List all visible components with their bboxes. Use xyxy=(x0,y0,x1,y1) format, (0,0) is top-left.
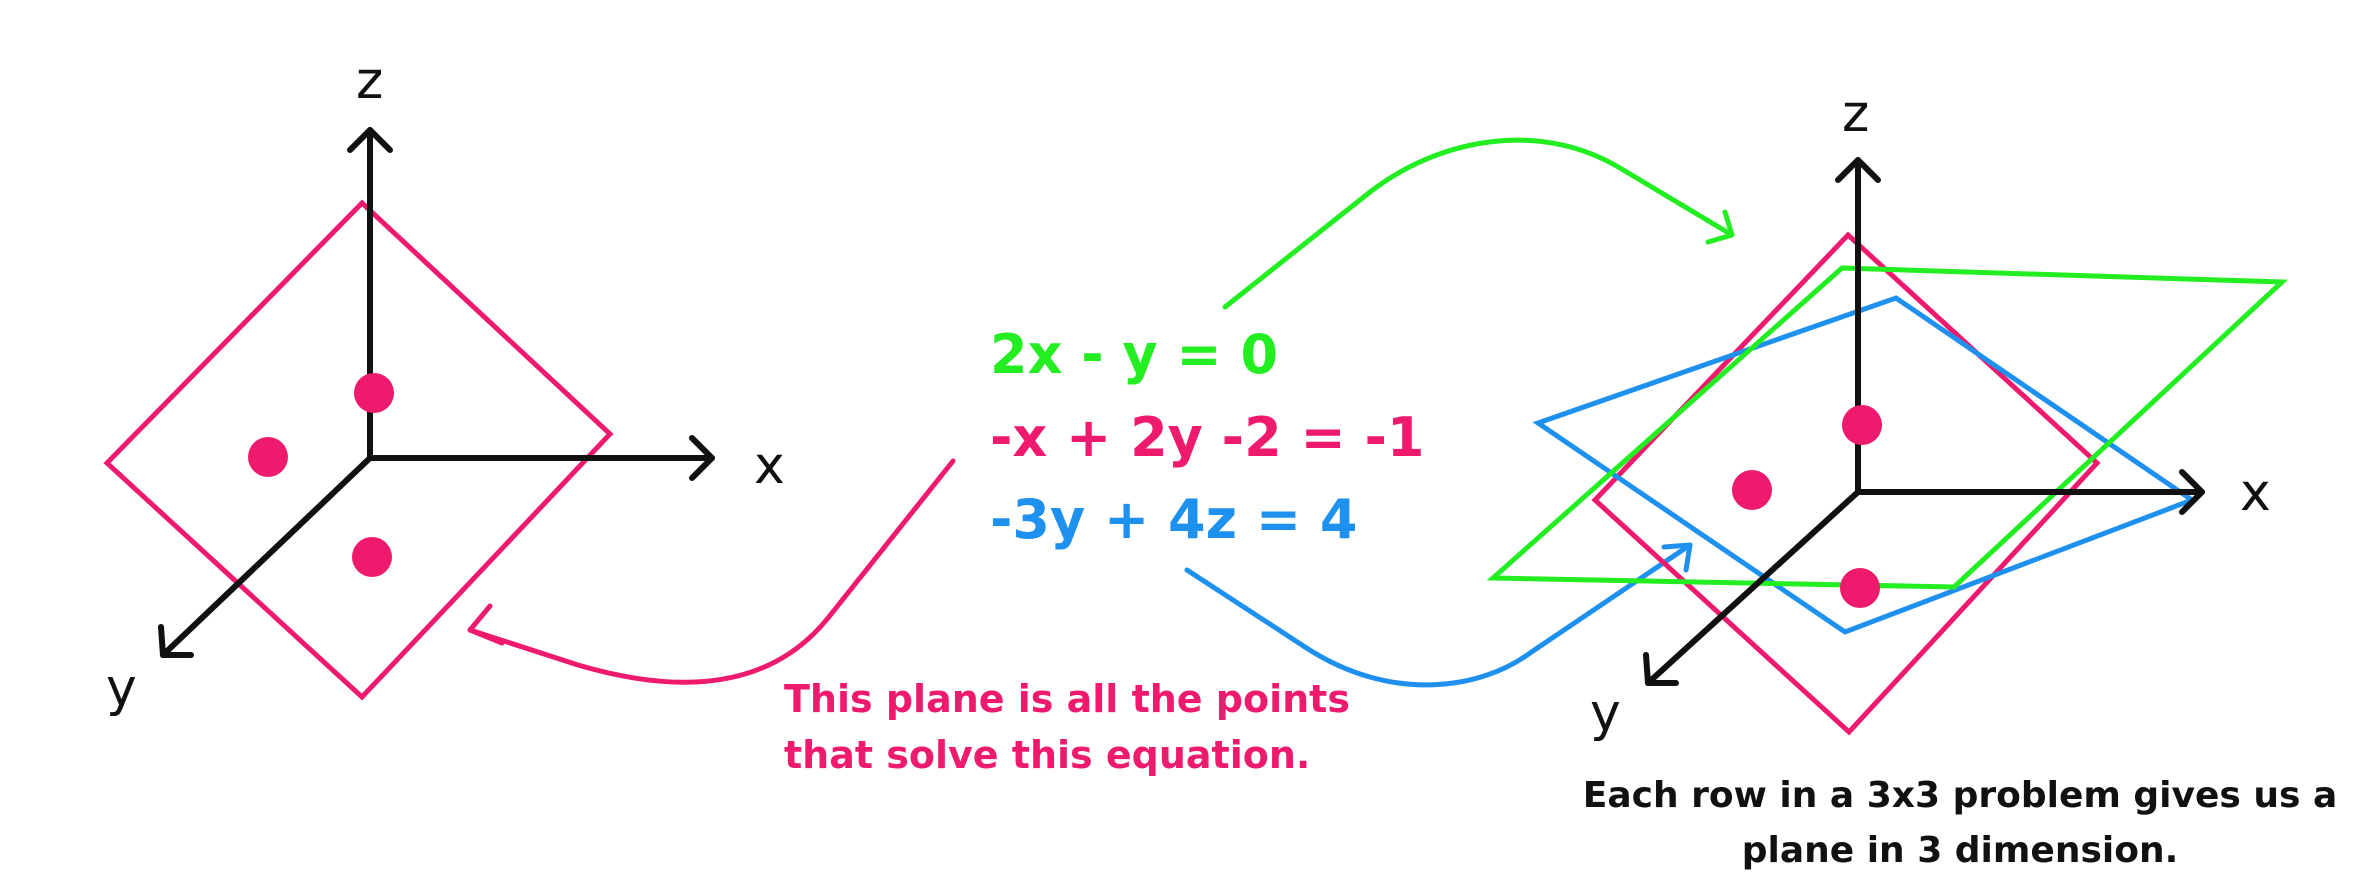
right-3d-diagram: z x y xyxy=(1486,84,2289,743)
right-point xyxy=(1732,470,1772,510)
left-point xyxy=(352,537,392,577)
left-point xyxy=(354,373,394,413)
right-green-plane xyxy=(1486,265,2289,590)
left-y-axis xyxy=(160,455,373,658)
right-z-arrowhead xyxy=(1835,157,1881,183)
right-caption-line-1: Each row in a 3x3 problem gives us a xyxy=(1583,775,2338,816)
equation-2: -x + 2y -2 = -1 xyxy=(990,406,1424,469)
right-y-axis xyxy=(1645,489,1861,686)
left-z-label: z xyxy=(356,51,383,111)
right-caption: Each row in a 3x3 problem gives us a pla… xyxy=(1583,775,2338,871)
connector-arrows xyxy=(467,137,1735,688)
right-point xyxy=(1840,568,1880,608)
left-caption: This plane is all the points that solve … xyxy=(784,677,1350,777)
left-y-label: y xyxy=(106,658,137,718)
left-caption-line-1: This plane is all the points xyxy=(784,677,1350,721)
left-3d-diagram: z x y xyxy=(103,51,785,718)
right-x-label: x xyxy=(2240,463,2271,523)
right-x-arrowhead xyxy=(2179,469,2205,515)
green-arrowhead xyxy=(1705,209,1735,245)
left-axes xyxy=(158,127,715,658)
right-point xyxy=(1842,405,1882,445)
left-z-arrowhead xyxy=(347,127,393,153)
left-x-arrowhead xyxy=(689,435,715,481)
left-magenta-plane xyxy=(103,199,614,701)
right-y-label: y xyxy=(1590,683,1621,743)
equation-system: 2x - y = 0 -x + 2y -2 = -1 -3y + 4z = 4 xyxy=(990,323,1424,551)
left-y-arrowhead xyxy=(158,624,194,658)
left-x-label: x xyxy=(754,436,785,496)
equation-3: -3y + 4z = 4 xyxy=(990,488,1357,551)
equation-1: 2x - y = 0 xyxy=(990,323,1278,386)
right-caption-line-2: plane in 3 dimension. xyxy=(1742,830,2179,871)
left-caption-line-2: that solve this equation. xyxy=(784,733,1310,777)
blue-curved-arrow xyxy=(1184,542,1693,688)
right-y-arrowhead xyxy=(1643,652,1679,686)
blue-arrowhead xyxy=(1661,542,1693,573)
right-z-label: z xyxy=(1842,84,1869,144)
right-magenta-plane xyxy=(1591,231,2101,736)
green-curved-arrow xyxy=(1222,137,1735,310)
left-point xyxy=(248,437,288,477)
magenta-arrowhead xyxy=(467,603,505,646)
magenta-curved-arrow xyxy=(467,458,956,685)
